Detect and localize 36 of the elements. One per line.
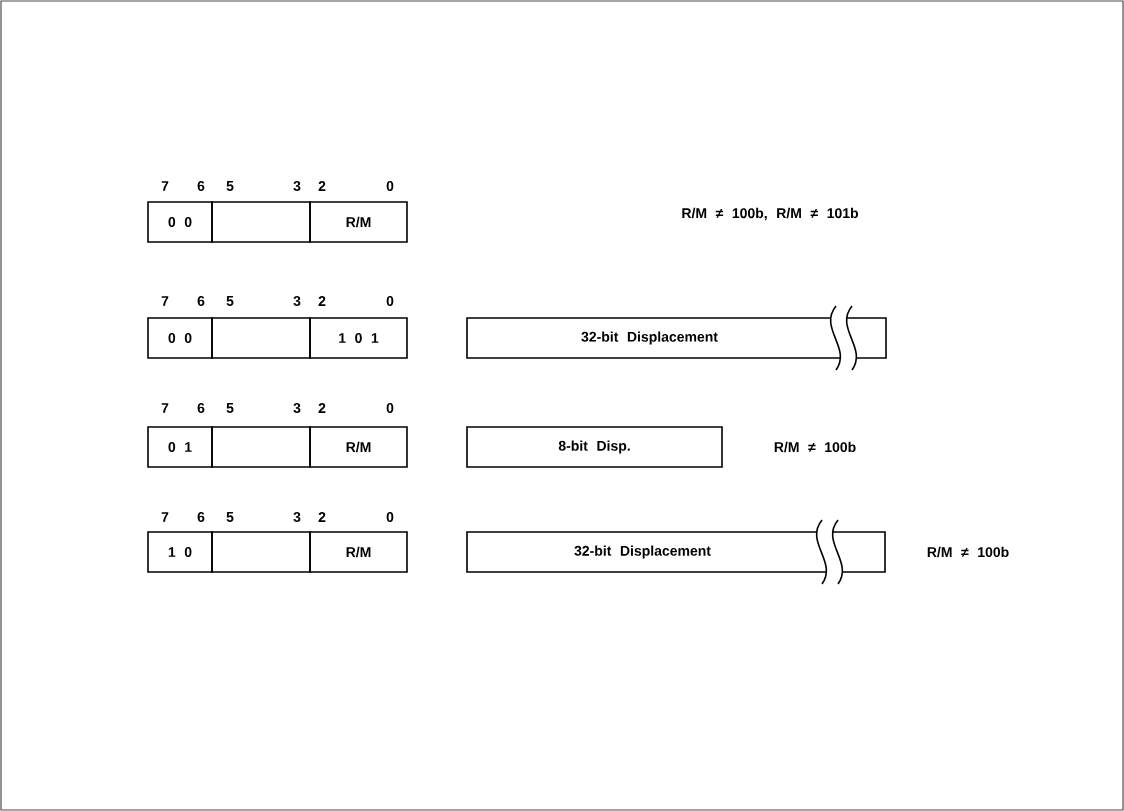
bit-number: 2 (318, 512, 326, 522)
bit-number: 5 (226, 181, 234, 191)
displacement-field-box: 8-bit Disp. (466, 426, 723, 468)
displacement-field-box: 32-bit Displacement (466, 317, 887, 359)
bit-number: 7 (161, 403, 169, 413)
bit-field-box: R/M (309, 201, 408, 243)
bit-number: 6 (197, 181, 205, 191)
bit-number: 3 (293, 403, 301, 413)
empty-field-box (211, 531, 311, 573)
condition-note: R/M ≠ 100b (927, 546, 1009, 558)
bit-number: 3 (293, 512, 301, 522)
bit-number: 6 (197, 296, 205, 306)
condition-note: R/M ≠ 100b (774, 441, 856, 453)
bit-number: 2 (318, 181, 326, 191)
bit-field-box: 1 0 (147, 531, 213, 573)
bit-number: 0 (386, 403, 394, 413)
bit-field-box: R/M (309, 426, 408, 468)
empty-field-box (211, 426, 311, 468)
bit-number: 6 (197, 512, 205, 522)
empty-field-box (211, 317, 311, 359)
bit-number: 2 (318, 403, 326, 413)
bit-field-box: 0 0 (147, 201, 213, 243)
bit-number: 3 (293, 181, 301, 191)
bit-number: 5 (226, 512, 234, 522)
bit-field-box: R/M (309, 531, 408, 573)
empty-field-box (211, 201, 311, 243)
bit-number: 2 (318, 296, 326, 306)
bit-field-box: 0 1 (147, 426, 213, 468)
bit-number: 5 (226, 296, 234, 306)
condition-note: R/M ≠ 100b, R/M ≠ 101b (682, 207, 859, 221)
bit-field-box: 0 0 (147, 317, 213, 359)
bit-number: 5 (226, 403, 234, 413)
bit-number: 6 (197, 403, 205, 413)
bit-field-box: 1 0 1 (309, 317, 408, 359)
displacement-field-box: 32-bit Displacement (466, 531, 886, 573)
bit-number: 3 (293, 296, 301, 306)
